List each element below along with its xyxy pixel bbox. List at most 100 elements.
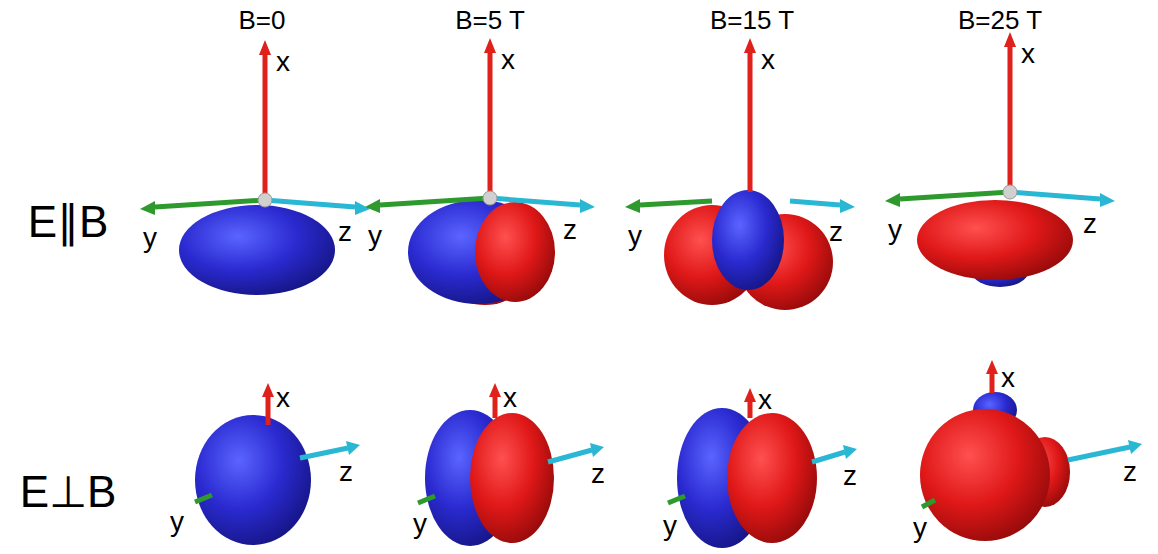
- y-axis: [900, 192, 1010, 199]
- axis-label: z: [843, 462, 857, 490]
- y-axis: [380, 198, 490, 205]
- column-title: B=5 T: [455, 7, 525, 33]
- orbital-bottom-1: [195, 415, 311, 545]
- axes-top-1: [140, 40, 370, 215]
- y-axis: [418, 496, 435, 503]
- axis-label: x: [501, 46, 515, 74]
- z-axis: [490, 198, 580, 205]
- axis-label: y: [368, 222, 382, 250]
- axis-label: z: [1083, 210, 1097, 238]
- axis-label: z: [563, 216, 577, 244]
- y-axis: [195, 495, 212, 502]
- y-axis: [668, 496, 685, 503]
- column-title: B=15 T: [710, 7, 794, 33]
- axis-label: y: [913, 514, 927, 542]
- z-axis-head: [580, 199, 595, 213]
- x-axis: [990, 374, 995, 393]
- column-title: B=0: [239, 7, 286, 33]
- red-lobe: [920, 409, 1050, 541]
- axis-label: x: [1021, 40, 1035, 68]
- z-axis: [1068, 447, 1130, 460]
- axis-label: x: [276, 48, 290, 76]
- z-axis-head: [1100, 193, 1115, 207]
- x-axis-head: [1004, 32, 1016, 47]
- y-axis-head: [365, 199, 380, 213]
- axes-bottom-4: [922, 360, 1142, 507]
- axis-label: z: [591, 460, 605, 488]
- orbital-top-3: [664, 190, 833, 310]
- x-axis: [1008, 47, 1013, 192]
- axis-label: y: [170, 508, 184, 536]
- y-axis-head: [625, 199, 640, 213]
- x-axis-head: [986, 360, 998, 374]
- axis-label: z: [829, 218, 843, 246]
- axis-label: x: [503, 384, 517, 412]
- y-axis-head: [140, 201, 155, 215]
- axes-top-3: [625, 38, 855, 213]
- z-axis: [790, 201, 840, 205]
- axis-label: x: [1001, 364, 1015, 392]
- x-axis: [748, 53, 753, 192]
- red-lobe: [470, 413, 554, 543]
- y-axis: [640, 201, 712, 205]
- orbital-top-2: [408, 200, 555, 305]
- x-axis: [266, 397, 271, 425]
- z-axis-head: [843, 445, 857, 459]
- x-axis-head: [484, 38, 496, 53]
- blue-lobe: [195, 415, 311, 545]
- blue-lobe: [712, 190, 784, 290]
- axis-label: z: [338, 218, 352, 246]
- axis-label: x: [276, 384, 290, 412]
- orbital-top-4: [917, 200, 1073, 287]
- axis-label: y: [413, 510, 427, 538]
- z-axis: [812, 452, 845, 462]
- blue-lobe: [179, 205, 335, 295]
- z-axis-head: [590, 443, 604, 457]
- orbital-top-1: [179, 205, 335, 295]
- row-label: E⊥B: [20, 470, 117, 514]
- column-title: B=25 T: [958, 7, 1042, 33]
- red-lobe: [917, 200, 1073, 280]
- z-axis: [265, 200, 355, 207]
- row-label: E∥B: [28, 200, 109, 244]
- axis-label: z: [339, 458, 353, 486]
- axis-label: y: [888, 216, 902, 244]
- axes-top-2: [365, 38, 595, 213]
- origin-sphere: [1003, 185, 1017, 199]
- z-axis: [300, 448, 348, 458]
- x-axis-head: [489, 383, 501, 397]
- x-axis-head: [259, 40, 271, 55]
- z-axis-head: [346, 441, 360, 455]
- axis-label: z: [1123, 458, 1137, 486]
- orbital-bottom-4: [920, 392, 1070, 541]
- axis-label: y: [143, 224, 157, 252]
- axis-label: y: [628, 222, 642, 250]
- red-lobe: [475, 202, 555, 302]
- axis-label: y: [663, 512, 677, 540]
- y-axis: [922, 500, 935, 507]
- z-axis: [548, 450, 592, 462]
- axis-label: x: [758, 386, 772, 414]
- y-axis-head: [885, 193, 900, 207]
- x-axis-head: [744, 38, 756, 53]
- z-axis: [1010, 192, 1100, 199]
- origin-sphere: [483, 191, 497, 205]
- x-axis: [493, 397, 498, 418]
- origin-sphere: [258, 193, 272, 207]
- axes-top-4: [885, 32, 1115, 207]
- orbital-bottom-3: [677, 408, 817, 548]
- z-axis-head: [1128, 440, 1142, 454]
- z-axis-head: [840, 199, 855, 213]
- x-axis: [488, 53, 493, 198]
- red-lobe: [727, 413, 817, 543]
- x-axis: [748, 402, 753, 418]
- x-axis: [263, 55, 268, 200]
- axes-bottom-2: [418, 383, 604, 503]
- x-axis-head: [744, 388, 756, 402]
- x-axis-head: [262, 383, 274, 397]
- orbital-bottom-2: [425, 410, 554, 546]
- y-axis: [155, 200, 265, 207]
- axis-label: x: [761, 46, 775, 74]
